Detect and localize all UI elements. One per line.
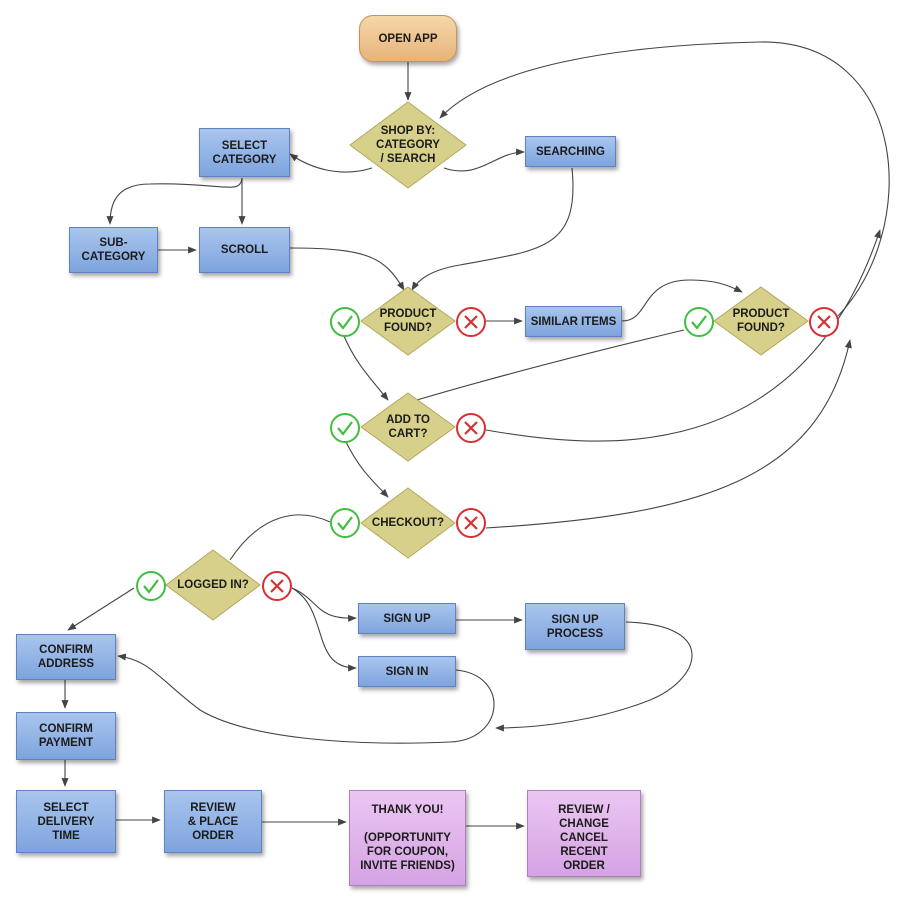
- check-circle-icon: [330, 413, 360, 443]
- add-to-cart-label: ADD TO CART?: [386, 414, 430, 440]
- product-found-decision-2: PRODUCT FOUND?: [713, 286, 809, 356]
- searching-node: SEARCHING: [525, 136, 616, 167]
- sign-in-node: SIGN IN: [358, 656, 456, 687]
- thank-you-node: THANK YOU! (OPPORTUNITY FOR COUPON, INVI…: [349, 790, 466, 886]
- edge-category-to-subcategory: [106, 177, 243, 225]
- review-place-order-node: REVIEW & PLACE ORDER: [164, 790, 262, 853]
- edge-process-to-join: [495, 621, 693, 732]
- check-circle-icon: [136, 571, 166, 601]
- select-category-node: SELECT CATEGORY: [199, 128, 290, 177]
- shop-by-label: SHOP BY: CATEGORY / SEARCH: [376, 125, 440, 165]
- shop-by-decision: SHOP BY: CATEGORY / SEARCH: [349, 101, 467, 189]
- checkout-label: CHECKOUT?: [371, 517, 445, 529]
- x-circle-icon: [456, 307, 486, 337]
- sign-up-process-node: SIGN UP PROCESS: [525, 603, 625, 650]
- edge-shop-to-category: [289, 153, 373, 173]
- check-circle-icon: [684, 307, 714, 337]
- edge-nologged-to-signup: [291, 587, 357, 622]
- check-circle-icon: [330, 307, 360, 337]
- edge-nologged-to-signin: [291, 587, 357, 672]
- edge-yescart-to-checkout: [345, 441, 389, 498]
- select-delivery-time-node: SELECT DELIVERY TIME: [16, 790, 116, 853]
- logged-in-label: LOGGED IN?: [177, 579, 249, 591]
- product-found-decision-1: PRODUCT FOUND?: [360, 286, 456, 356]
- sign-up-node: SIGN UP: [358, 603, 456, 634]
- checkout-decision: CHECKOUT?: [360, 487, 456, 559]
- edge-yes-checkout-to-logged: [229, 514, 331, 561]
- edge-nocart-to-right: [485, 229, 881, 442]
- edge-nocheckout-to-right: [485, 339, 852, 529]
- open-app-node: OPEN APP: [359, 15, 457, 62]
- edge-searching-to-found1: [411, 167, 574, 291]
- review-change-order-node: REVIEW / CHANGE CANCEL RECENT ORDER: [527, 790, 641, 877]
- sub-category-node: SUB- CATEGORY: [69, 227, 158, 273]
- logged-in-decision: LOGGED IN?: [165, 549, 261, 621]
- x-circle-icon: [456, 413, 486, 443]
- edge-scroll-to-found1: [289, 247, 405, 291]
- product-found-label-1: PRODUCT FOUND?: [379, 308, 437, 334]
- product-found-label-2: PRODUCT FOUND?: [732, 308, 790, 334]
- scroll-node: SCROLL: [199, 227, 290, 273]
- check-circle-icon: [330, 508, 360, 538]
- edge-similar-to-found2: [621, 279, 743, 322]
- confirm-payment-node: CONFIRM PAYMENT: [16, 712, 116, 760]
- x-circle-icon: [262, 571, 292, 601]
- edge-signin-to-address: [117, 653, 495, 744]
- add-to-cart-decision: ADD TO CART?: [360, 392, 456, 462]
- edge-no2-to-shop: [439, 41, 890, 317]
- edge-yes1-to-addcart: [343, 335, 389, 401]
- edge-yeslogged-to-address: [67, 587, 135, 631]
- x-circle-icon: [456, 508, 486, 538]
- edge-yes2-to-addcart: [399, 329, 685, 407]
- x-circle-icon: [809, 307, 839, 337]
- similar-items-node: SIMILAR ITEMS: [525, 306, 622, 337]
- edge-shop-to-searching: [443, 148, 525, 172]
- confirm-address-node: CONFIRM ADDRESS: [16, 634, 116, 680]
